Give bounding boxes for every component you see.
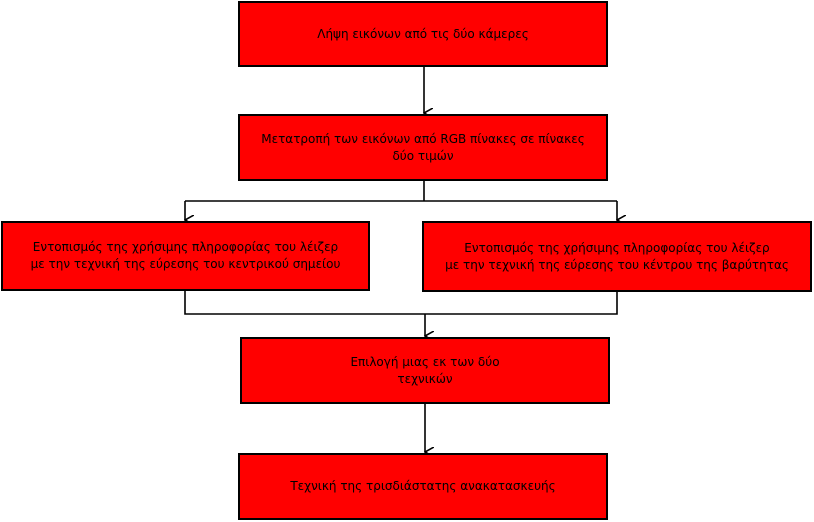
- node-capture-images: Λήψη εικόνων από τις δύο κάμερες: [238, 1, 608, 67]
- node-select-technique-label: Επιλογή μιας εκ των δύο τεχνικών: [350, 354, 500, 386]
- node-center-point-technique: Εντοπισμός της χρήσιμης πληροφορίας του …: [1, 221, 370, 291]
- node-centroid-technique: Εντοπισμός της χρήσιμης πληροφορίας του …: [422, 221, 812, 292]
- node-3d-reconstruction: Τεχνική της τρισδιάστατης ανακατασκευής: [238, 453, 608, 520]
- split-connector: [185, 181, 617, 202]
- node-select-technique: Επιλογή μιας εκ των δύο τεχνικών: [240, 337, 610, 404]
- node-centroid-technique-label: Εντοπισμός της χρήσιμης πληροφορίας του …: [445, 240, 789, 272]
- node-3d-reconstruction-label: Τεχνική της τρισδιάστατης ανακατασκευής: [290, 479, 556, 493]
- node-convert-rgb-label: Μετατροπή των εικόνων από RGB πίνακες σε…: [261, 131, 585, 163]
- node-capture-images-label: Λήψη εικόνων από τις δύο κάμερες: [317, 26, 529, 41]
- node-convert-rgb: Μετατροπή των εικόνων από RGB πίνακες σε…: [238, 114, 608, 181]
- merge-connector: [184, 291, 618, 315]
- node-center-point-technique-label: Εντοπισμός της χρήσιμης πληροφορίας του …: [30, 240, 341, 271]
